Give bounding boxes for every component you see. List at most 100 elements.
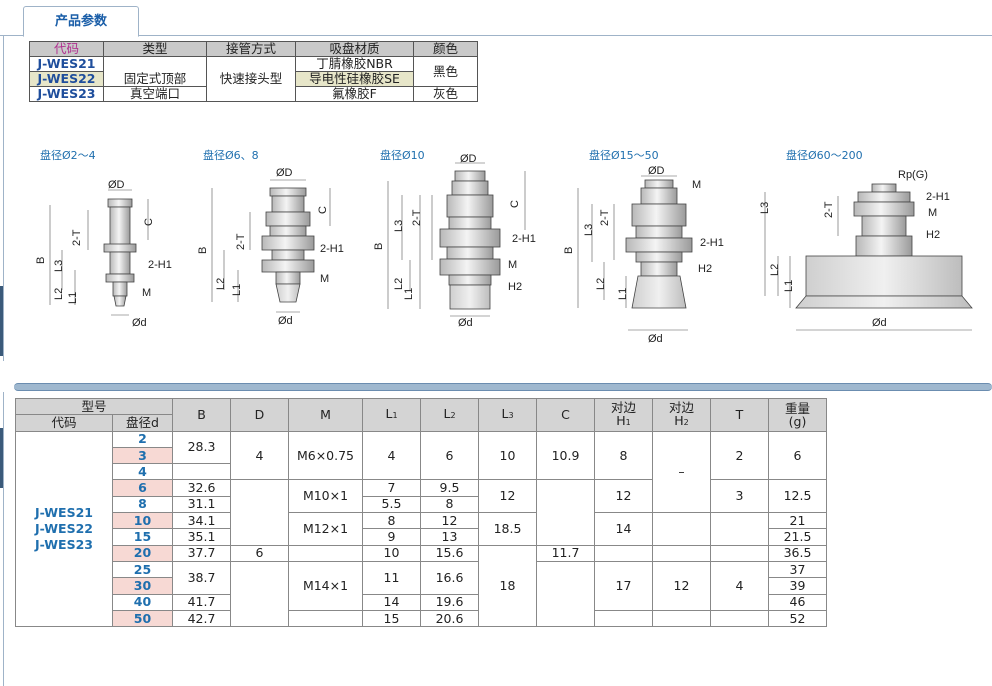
svg-text:L3: L3	[393, 220, 405, 232]
svg-text:2-T: 2-T	[823, 201, 835, 218]
diagram-1	[103, 198, 137, 307]
svg-text:B: B	[373, 243, 385, 250]
spec-cell-w: 21.5	[768, 528, 827, 546]
tab-product-params[interactable]: 产品参数	[23, 6, 139, 37]
spec-cell-m	[288, 609, 363, 628]
svg-text:L1: L1	[783, 280, 795, 292]
table-row: J-WES21 固定式顶部 快速接头型 丁腈橡胶NBR 黑色	[29, 56, 478, 102]
spec-cell-l2: 20.6	[420, 609, 479, 628]
spec-cell-t	[710, 512, 769, 546]
spec-cell-w: 21	[768, 512, 827, 530]
diameter-cell: 30	[112, 577, 173, 595]
svg-text:L1: L1	[617, 288, 629, 300]
svg-text:L1: L1	[403, 288, 415, 300]
svg-text:L3: L3	[53, 260, 65, 272]
spec-cell-l1: 11	[362, 560, 421, 595]
svg-text:C: C	[509, 200, 521, 208]
spec-cell-h1: 14	[594, 512, 653, 546]
spec-cell-t	[710, 544, 769, 562]
svg-text:M: M	[692, 179, 701, 191]
spec-cell-b: 34.1	[172, 512, 231, 530]
label-5-Rp: Rp(G)	[898, 169, 928, 181]
svg-text:Ød: Ød	[132, 317, 147, 329]
diagram-caption-3: 盘径Ø10	[380, 149, 425, 162]
code-cell: J-WES23	[29, 86, 104, 102]
spec-cell-l1: 8	[362, 512, 421, 530]
spec-cell-l2: 8	[420, 495, 479, 514]
svg-text:M: M	[320, 273, 329, 285]
spec-cell-l1: 5.5	[362, 495, 421, 514]
spec-cell-m: M12×1	[288, 512, 363, 546]
svg-text:2-T: 2-T	[235, 233, 247, 250]
code-cell: J-WES21	[29, 56, 104, 72]
diagram-caption-2: 盘径Ø6、8	[203, 149, 259, 162]
spec-cell-b: 28.3	[172, 430, 231, 465]
spec-cell-h2: 12	[652, 560, 711, 611]
spec-cell-c	[536, 479, 595, 546]
svg-text:2-H1: 2-H1	[512, 233, 536, 245]
section-divider	[14, 383, 992, 391]
svg-text:L2: L2	[595, 278, 607, 290]
svg-text:L1: L1	[67, 292, 79, 304]
diameter-cell: 2	[112, 430, 173, 448]
svg-text:Ød: Ød	[648, 333, 663, 345]
spec-cell-w: 52	[768, 609, 827, 628]
svg-text:2-T: 2-T	[411, 209, 423, 226]
spec-cell-c: 10.9	[536, 430, 595, 481]
type-table: 代码 类型 接管方式 吸盘材质 颜色 J-WES21 固定式顶部 快速接头型 丁…	[29, 41, 478, 102]
spec-cell-d	[230, 479, 289, 546]
spec-cell-l1: 14	[362, 593, 421, 611]
diameter-cell: 20	[112, 544, 173, 562]
left-rail-marker	[0, 286, 3, 356]
spec-cell-l2: 19.6	[420, 593, 479, 611]
svg-text:L3: L3	[759, 202, 771, 214]
spec-cell-l3: 10	[478, 430, 537, 481]
type-table-header: 代码 类型 接管方式 吸盘材质 颜色	[29, 41, 478, 57]
label-3-D: ØD	[460, 153, 477, 165]
spec-cell-w: 6	[768, 430, 827, 481]
svg-text:M: M	[508, 259, 517, 271]
svg-text:2-H1: 2-H1	[700, 237, 724, 249]
spec-cell-l2: 13	[420, 528, 479, 546]
svg-text:B: B	[35, 257, 47, 264]
diagram-3	[439, 170, 501, 310]
spec-cell-l1: 4	[362, 430, 421, 481]
spec-cell-w: 12.5	[768, 479, 827, 514]
diagram-caption-5: 盘径Ø60～200	[786, 149, 863, 162]
spec-cell-w: 37	[768, 560, 827, 579]
svg-text:M: M	[142, 287, 151, 299]
header-connection: 接管方式	[206, 41, 296, 57]
material-cell: 氟橡胶F	[295, 86, 414, 102]
spec-cell-t: 2	[710, 430, 769, 481]
spec-cell-l2: 6	[420, 430, 479, 481]
spec-cell-m: M10×1	[288, 479, 363, 514]
spec-cell-l1: 15	[362, 609, 421, 628]
spec-cell-h1	[594, 609, 653, 628]
diagram-4	[625, 179, 693, 309]
spec-cell-h1	[594, 544, 653, 562]
spec-cell-h2: –	[652, 430, 711, 514]
spec-cell-h2	[652, 609, 711, 628]
diameter-cell: 3	[112, 446, 173, 465]
spec-cell-b	[172, 463, 231, 481]
spec-cell-w: 46	[768, 593, 827, 611]
tab-bar: 产品参数	[0, 0, 992, 37]
svg-text:2-H1: 2-H1	[320, 243, 344, 255]
spec-cell-l3: 18	[478, 544, 537, 628]
table-row: J-WES23 真空端口 氟橡胶F 灰色	[29, 86, 478, 102]
spec-cell-l2: 9.5	[420, 479, 479, 497]
spec-cell-m: M14×1	[288, 560, 363, 611]
spec-cell-b: 37.7	[172, 544, 231, 562]
diagram-caption-1: 盘径Ø2～4	[40, 149, 96, 162]
spec-cell-c: 11.7	[536, 544, 595, 562]
svg-text:C: C	[143, 218, 155, 226]
svg-text:C: C	[317, 206, 329, 214]
header-type: 类型	[103, 41, 207, 57]
svg-text:M: M	[928, 207, 937, 219]
svg-text:L2: L2	[215, 278, 227, 290]
svg-text:L2: L2	[769, 264, 781, 276]
spec-cell-l3: 18.5	[478, 512, 537, 546]
svg-text:2-T: 2-T	[71, 229, 83, 246]
